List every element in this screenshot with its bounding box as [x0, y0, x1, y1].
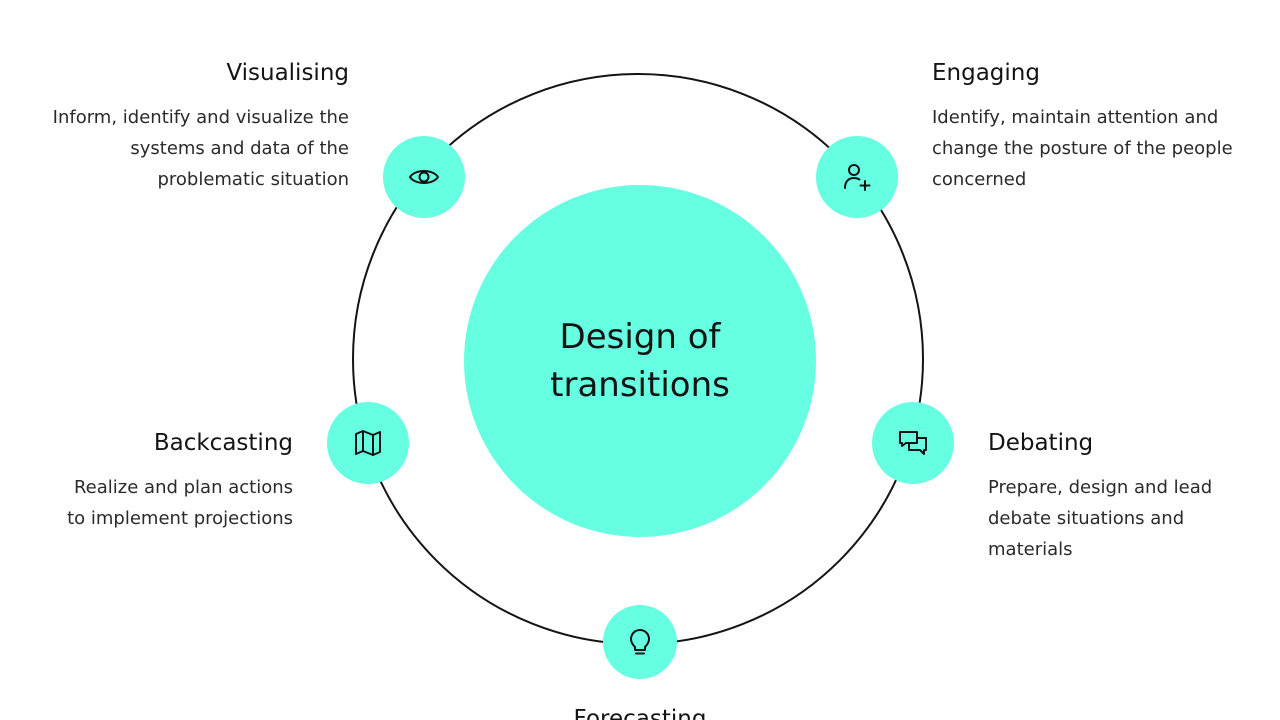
user-plus-icon [844, 164, 871, 191]
map-icon [355, 430, 381, 456]
visualising-node [383, 136, 465, 218]
forecasting-label: Forecasting [540, 704, 740, 720]
eye-icon [409, 170, 439, 184]
engaging-label: Engaging Identify, maintain attention an… [932, 58, 1252, 195]
visualising-title: Visualising [226, 60, 349, 86]
forecasting-title: Forecasting [573, 706, 707, 720]
backcasting-label: Backcasting Realize and plan actions to … [53, 428, 293, 534]
debating-label: Debating Prepare, design and lead debate… [988, 428, 1248, 565]
center-circle: Design of transitions [464, 185, 816, 537]
engaging-description: Identify, maintain attention and change … [932, 107, 1233, 190]
debating-title: Debating [988, 430, 1094, 456]
lightbulb-icon [630, 629, 650, 655]
visualising-description: Inform, identify and visualize the syste… [52, 107, 349, 190]
forecasting-node [603, 605, 677, 679]
backcasting-title: Backcasting [153, 430, 293, 456]
center-title: Design of transitions [550, 317, 730, 405]
backcasting-node [327, 402, 409, 484]
engaging-node [816, 136, 898, 218]
backcasting-description: Realize and plan actions to implement pr… [67, 477, 293, 529]
chat-bubbles-icon [899, 431, 927, 455]
engaging-title: Engaging [932, 60, 1040, 86]
visualising-label: Visualising Inform, identify and visuali… [29, 58, 349, 195]
debating-node [872, 402, 954, 484]
debating-description: Prepare, design and lead debate situatio… [988, 477, 1213, 560]
